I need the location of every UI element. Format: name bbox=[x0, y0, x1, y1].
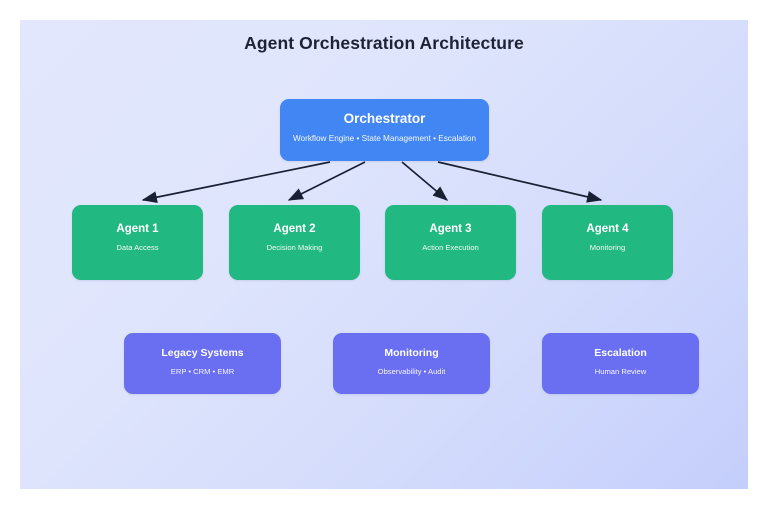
page-title: Agent Orchestration Architecture bbox=[244, 33, 524, 53]
node-escalation-subtitle: Human Review bbox=[594, 366, 647, 376]
node-orchestrator[interactable]: Orchestrator Workflow Engine • State Man… bbox=[280, 99, 489, 161]
node-agent-4-title: Agent 4 bbox=[586, 223, 629, 235]
connector-orchestrator-agent-2 bbox=[287, 161, 366, 201]
node-agent-1[interactable]: Agent 1 Data Access bbox=[72, 205, 203, 280]
node-agent-2-subtitle: Decision Making bbox=[266, 242, 323, 252]
node-monitoring-title: Monitoring bbox=[384, 347, 439, 359]
node-agent-1-subtitle: Data Access bbox=[116, 242, 159, 252]
node-agent-2-title: Agent 2 bbox=[273, 223, 316, 235]
node-escalation-title: Escalation bbox=[594, 347, 647, 359]
node-agent-3-title: Agent 3 bbox=[429, 223, 472, 235]
node-legacy-systems-title: Legacy Systems bbox=[161, 347, 244, 359]
connector-orchestrator-agent-4 bbox=[437, 161, 603, 203]
node-monitoring-subtitle: Observability • Audit bbox=[377, 366, 446, 376]
node-escalation[interactable]: Escalation Human Review bbox=[542, 333, 699, 394]
connector-orchestrator-agent-3 bbox=[401, 161, 449, 201]
node-legacy-systems-subtitle: ERP • CRM • EMR bbox=[170, 366, 235, 376]
node-agent-4-subtitle: Monitoring bbox=[589, 242, 626, 252]
connector-orchestrator-agent-1 bbox=[141, 161, 331, 204]
node-orchestrator-title: Orchestrator bbox=[343, 111, 426, 126]
node-orchestrator-subtitle: Workflow Engine • State Management • Esc… bbox=[292, 133, 477, 143]
node-monitoring[interactable]: Monitoring Observability • Audit bbox=[333, 333, 490, 394]
node-agent-2[interactable]: Agent 2 Decision Making bbox=[229, 205, 360, 280]
diagram-canvas: Agent Orchestration Architecture Orchest… bbox=[20, 20, 748, 489]
node-agent-1-title: Agent 1 bbox=[116, 223, 159, 235]
node-agent-3[interactable]: Agent 3 Action Execution bbox=[385, 205, 516, 280]
node-agent-3-subtitle: Action Execution bbox=[422, 242, 479, 252]
node-agent-4[interactable]: Agent 4 Monitoring bbox=[542, 205, 673, 280]
node-legacy-systems[interactable]: Legacy Systems ERP • CRM • EMR bbox=[124, 333, 281, 394]
